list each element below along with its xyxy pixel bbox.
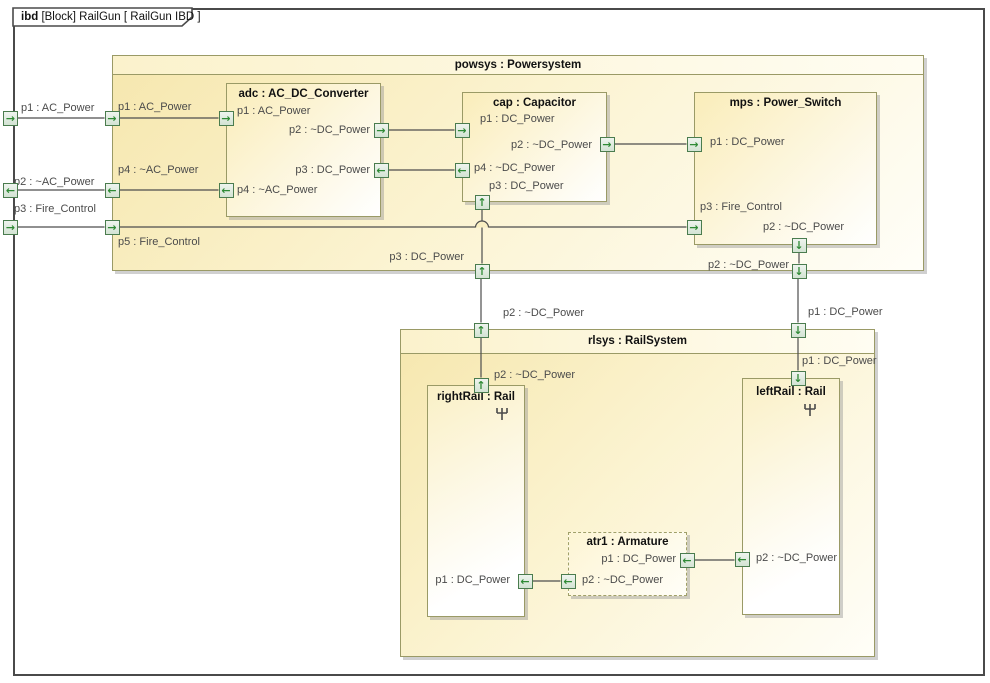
block-cap[interactable]: cap : Capacitor — [462, 92, 607, 202]
port-label-powsys-p1: p1 : AC_Power — [118, 101, 192, 113]
block-powsys-title: powsys : Powersystem — [113, 56, 923, 75]
port-boundary-p1-arrow-right-icon[interactable]: → — [3, 110, 18, 126]
port-powsys-p3-arrow-up-icon[interactable]: ↑ — [474, 263, 490, 279]
structure-rake-icon — [496, 408, 508, 420]
block-atr1[interactable]: atr1 : Armature — [568, 532, 687, 596]
port-label-rlsys-p1: p1 : DC_Power — [808, 306, 883, 318]
port-label-cap-p1: p1 : DC_Power — [480, 113, 555, 125]
port-label-powsys-p3: p3 : DC_Power — [389, 251, 464, 263]
port-label-adc-p4: p4 : ~AC_Power — [237, 184, 318, 196]
port-label-cap-p4: p4 : ~DC_Power — [474, 162, 556, 174]
diagram-frame — [13, 8, 985, 676]
block-leftRail-title: leftRail : Rail — [756, 386, 826, 398]
port-label-adc-p1: p1 : AC_Power — [237, 105, 311, 117]
port-adc-p1-arrow-right-icon[interactable]: → — [218, 110, 234, 126]
port-adc-p4-arrow-left-icon[interactable]: ← — [218, 182, 234, 198]
port-label-rightRail-p2: p2 : ~DC_Power — [494, 369, 576, 381]
port-label-boundary-p3: p3 : Fire_Control — [14, 203, 96, 215]
port-label-cap-p3: p3 : DC_Power — [489, 180, 564, 192]
port-label-powsys-p2: p2 : ~DC_Power — [707, 259, 789, 271]
port-powsys-p2-arrow-down-icon[interactable]: ↓ — [791, 263, 807, 279]
port-cap-p2-arrow-right-icon[interactable]: → — [599, 136, 615, 152]
port-label-atr1-p2: p2 : ~DC_Power — [582, 574, 664, 586]
port-cap-p4-arrow-left-icon[interactable]: ← — [454, 162, 470, 178]
port-label-cap-p2: p2 : ~DC_Power — [510, 139, 592, 151]
diagram-kind-keyword: ibd — [21, 11, 39, 23]
block-leftRail[interactable]: leftRail : Rail — [742, 378, 840, 615]
port-label-powsys-p4: p4 : ~AC_Power — [118, 164, 199, 176]
port-rlsys-p2-arrow-up-icon[interactable]: ↑ — [473, 322, 489, 338]
block-adc-title: adc : AC_DC_Converter — [238, 88, 369, 100]
port-label-atr1-p1: p1 : DC_Power — [601, 553, 676, 565]
diagram-title: ibd [Block] RailGun [ RailGun IBD ] — [21, 11, 201, 23]
block-rlsys-title: rlsys : RailSystem — [401, 330, 874, 354]
port-leftRail-p2-arrow-left-icon[interactable]: ← — [734, 551, 750, 567]
port-label-mps-p2: p2 : ~DC_Power — [763, 221, 845, 233]
port-label-boundary-p2: p2 : ~AC_Power — [14, 176, 95, 188]
port-rightRail-p1-arrow-left-icon[interactable]: ← — [517, 573, 533, 589]
port-mps-p2-arrow-down-icon[interactable]: ↓ — [791, 237, 807, 253]
port-label-leftRail-p1: p1 : DC_Power — [802, 355, 877, 367]
port-cap-p3-arrow-up-icon[interactable]: ↑ — [474, 194, 490, 210]
port-label-rightRail-p1: p1 : DC_Power — [435, 574, 510, 586]
block-atr1-title: atr1 : Armature — [586, 536, 669, 548]
block-rightRail-title: rightRail : Rail — [437, 391, 515, 403]
port-mps-p1-arrow-right-icon[interactable]: → — [686, 136, 702, 152]
port-label-adc-p3: p3 : DC_Power — [295, 164, 370, 176]
port-label-adc-p2: p2 : ~DC_Power — [288, 124, 370, 136]
port-adc-p3-arrow-left-icon[interactable]: ← — [373, 162, 389, 178]
port-rightRail-p2-arrow-up-icon[interactable]: ↑ — [473, 377, 489, 393]
port-boundary-p3-arrow-right-icon[interactable]: → — [3, 219, 18, 235]
port-leftRail-p1-arrow-down-icon[interactable]: ↓ — [790, 370, 806, 386]
port-label-powsys-p5: p5 : Fire_Control — [118, 236, 200, 248]
port-atr1-p2-arrow-left-icon[interactable]: ← — [560, 573, 576, 589]
block-cap-title: cap : Capacitor — [492, 97, 577, 109]
port-label-boundary-p1: p1 : AC_Power — [21, 102, 95, 114]
port-powsys-p4-arrow-left-icon[interactable]: ← — [104, 182, 120, 198]
port-label-mps-p3: p3 : Fire_Control — [700, 201, 782, 213]
block-adc[interactable]: adc : AC_DC_Converter — [226, 83, 381, 217]
port-label-leftRail-p2: p2 : ~DC_Power — [756, 552, 838, 564]
port-powsys-p5-arrow-right-icon[interactable]: → — [104, 219, 120, 235]
block-mps[interactable]: mps : Power_Switch — [694, 92, 877, 245]
port-label-rlsys-p2: p2 : ~DC_Power — [503, 307, 585, 319]
port-boundary-p2-arrow-left-icon[interactable]: ← — [3, 182, 18, 198]
port-adc-p2-arrow-right-icon[interactable]: → — [373, 122, 389, 138]
structure-rake-icon — [804, 404, 816, 416]
diagram-title-rest: [Block] RailGun [ RailGun IBD ] — [38, 11, 201, 23]
block-mps-title: mps : Power_Switch — [729, 97, 842, 109]
port-rlsys-p1-arrow-down-icon[interactable]: ↓ — [790, 322, 806, 338]
port-cap-p1-arrow-right-icon[interactable]: → — [454, 122, 470, 138]
port-mps-p3-arrow-right-icon[interactable]: → — [686, 219, 702, 235]
port-powsys-p1-arrow-right-icon[interactable]: → — [104, 110, 120, 126]
port-atr1-p1-arrow-left-icon[interactable]: ← — [679, 552, 695, 568]
block-rightRail[interactable]: rightRail : Rail — [427, 385, 525, 617]
port-label-mps-p1: p1 : DC_Power — [710, 136, 785, 148]
